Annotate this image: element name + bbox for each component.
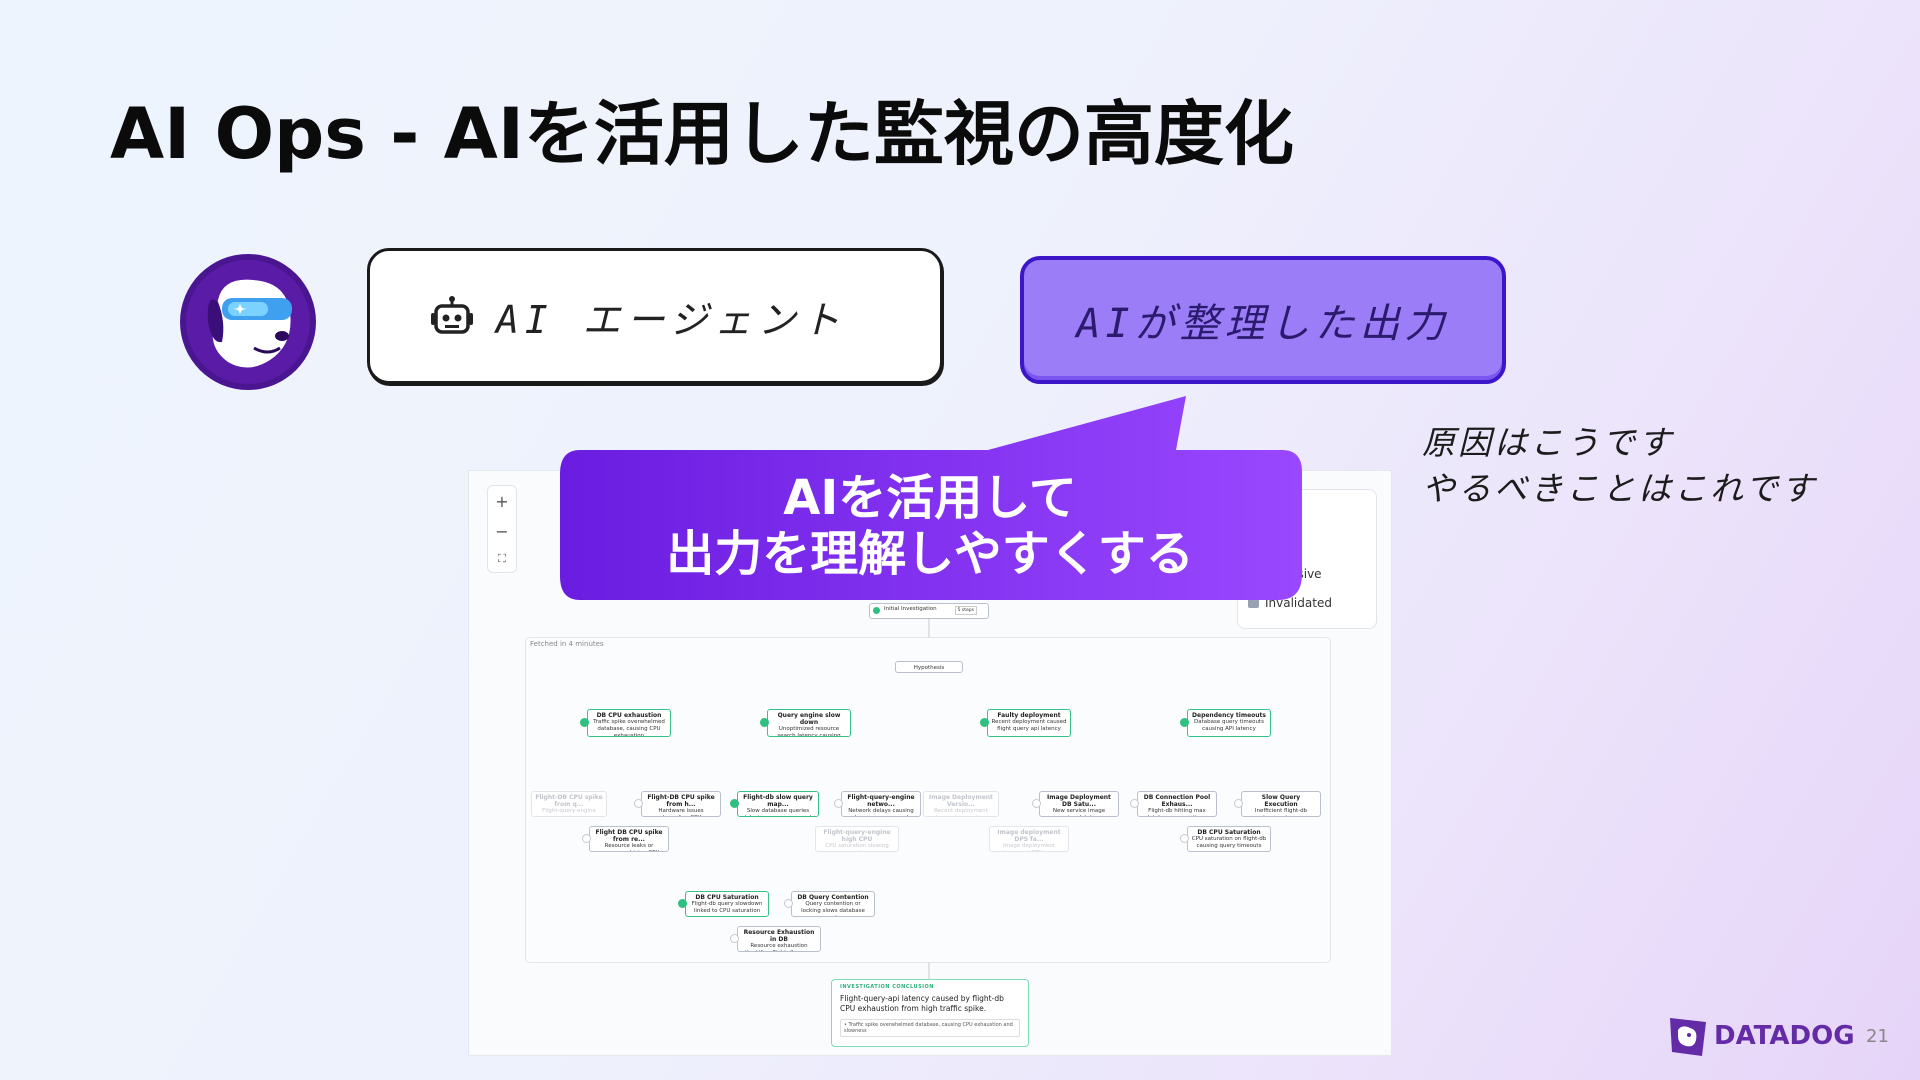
pending-status-icon xyxy=(834,799,843,808)
pending-status-icon xyxy=(784,899,793,908)
ai-output-label: AIが整理した出力 xyxy=(1076,301,1450,347)
hypothesis-node[interactable]: Image Deployment DB Satu...New service i… xyxy=(1039,791,1119,817)
conclusion-text: Flight-query-api latency caused by fligh… xyxy=(840,994,1004,1013)
ai-organized-output-box: AIが整理した出力 xyxy=(1020,256,1506,384)
validated-status-icon xyxy=(980,718,989,727)
page-number: 21 xyxy=(1866,1026,1889,1047)
zoom-controls: + − ⛶ xyxy=(487,485,517,573)
hypothesis-node[interactable]: Flight DB CPU spike from re...Resource l… xyxy=(589,826,669,852)
pending-status-icon xyxy=(1130,799,1139,808)
hypothesis-investigation-node[interactable]: Hypothesis Investigation xyxy=(895,661,963,673)
pending-status-icon xyxy=(1032,799,1041,808)
robot-icon xyxy=(431,296,473,334)
side-note-line-2: やるべきことはこれです xyxy=(1422,469,1818,508)
slide-title: AI Ops - AIを活用した監視の高度化 xyxy=(110,93,1294,175)
hypothesis-node[interactable]: Flight-db slow query map...Slow database… xyxy=(737,791,819,817)
datadog-logo-icon xyxy=(1670,1018,1706,1056)
datadog-wordmark: DATADOG xyxy=(1714,1021,1855,1051)
hypothesis-node[interactable]: Flight-DB CPU spike from h...Hardware is… xyxy=(641,791,721,817)
side-note: 原因はこうです やるべきことはこれです xyxy=(1422,420,1817,512)
fetched-time: Fetched in 4 minutes xyxy=(530,640,604,648)
validated-status-icon xyxy=(580,718,589,727)
hypothesis-node[interactable]: DB Connection Pool Exhaus...Flight-db hi… xyxy=(1137,791,1217,817)
validated-status-icon xyxy=(730,799,739,808)
fit-view-icon[interactable]: ⛶ xyxy=(498,552,506,566)
investigation-conclusion-card[interactable]: INVESTIGATION CONCLUSION Flight-query-ap… xyxy=(831,979,1029,1047)
conclusion-bullet: • Traffic spike overwhelmed database, ca… xyxy=(840,1019,1020,1037)
conclusion-header: INVESTIGATION CONCLUSION xyxy=(840,984,934,990)
legend-swatch-invalidated xyxy=(1248,597,1259,608)
pending-status-icon xyxy=(582,834,591,843)
hypothesis-node[interactable]: Image deployment DPS fa...Image deployme… xyxy=(989,826,1069,852)
hypothesis-node[interactable]: Image Deployment Versio...Recent deploym… xyxy=(923,791,999,817)
hypothesis-node[interactable]: Flight-query-engine netwo...Network dela… xyxy=(841,791,921,817)
validated-status-icon xyxy=(1180,718,1189,727)
ai-agent-box: AI エージェント xyxy=(367,248,943,384)
pending-status-icon xyxy=(1234,799,1243,808)
pending-status-icon xyxy=(730,934,739,943)
validated-status-icon xyxy=(760,718,769,727)
pending-status-icon xyxy=(634,799,643,808)
datadog-mascot-avatar xyxy=(180,254,316,390)
ai-agent-label: AI エージェント xyxy=(496,297,846,342)
steps-badge: 5 steps xyxy=(954,606,977,615)
side-note-line-1: 原因はこうです xyxy=(1422,423,1674,462)
hypothesis-node[interactable]: Flight-DB CPU spike from q...Flight-quer… xyxy=(531,791,607,817)
callout-line-1: AIを活用して xyxy=(783,470,1077,526)
pending-status-icon xyxy=(1180,834,1189,843)
validated-status-icon xyxy=(678,899,687,908)
zoom-out-button[interactable]: − xyxy=(495,521,509,541)
zoom-in-button[interactable]: + xyxy=(495,491,509,511)
callout-bubble xyxy=(560,396,1302,600)
initial-investigation-node[interactable]: Initial Investigation 5 steps xyxy=(869,603,989,619)
callout-text: AIを活用して 出力を理解しやすくする xyxy=(560,470,1300,582)
callout-line-2: 出力を理解しやすくする xyxy=(666,526,1194,582)
